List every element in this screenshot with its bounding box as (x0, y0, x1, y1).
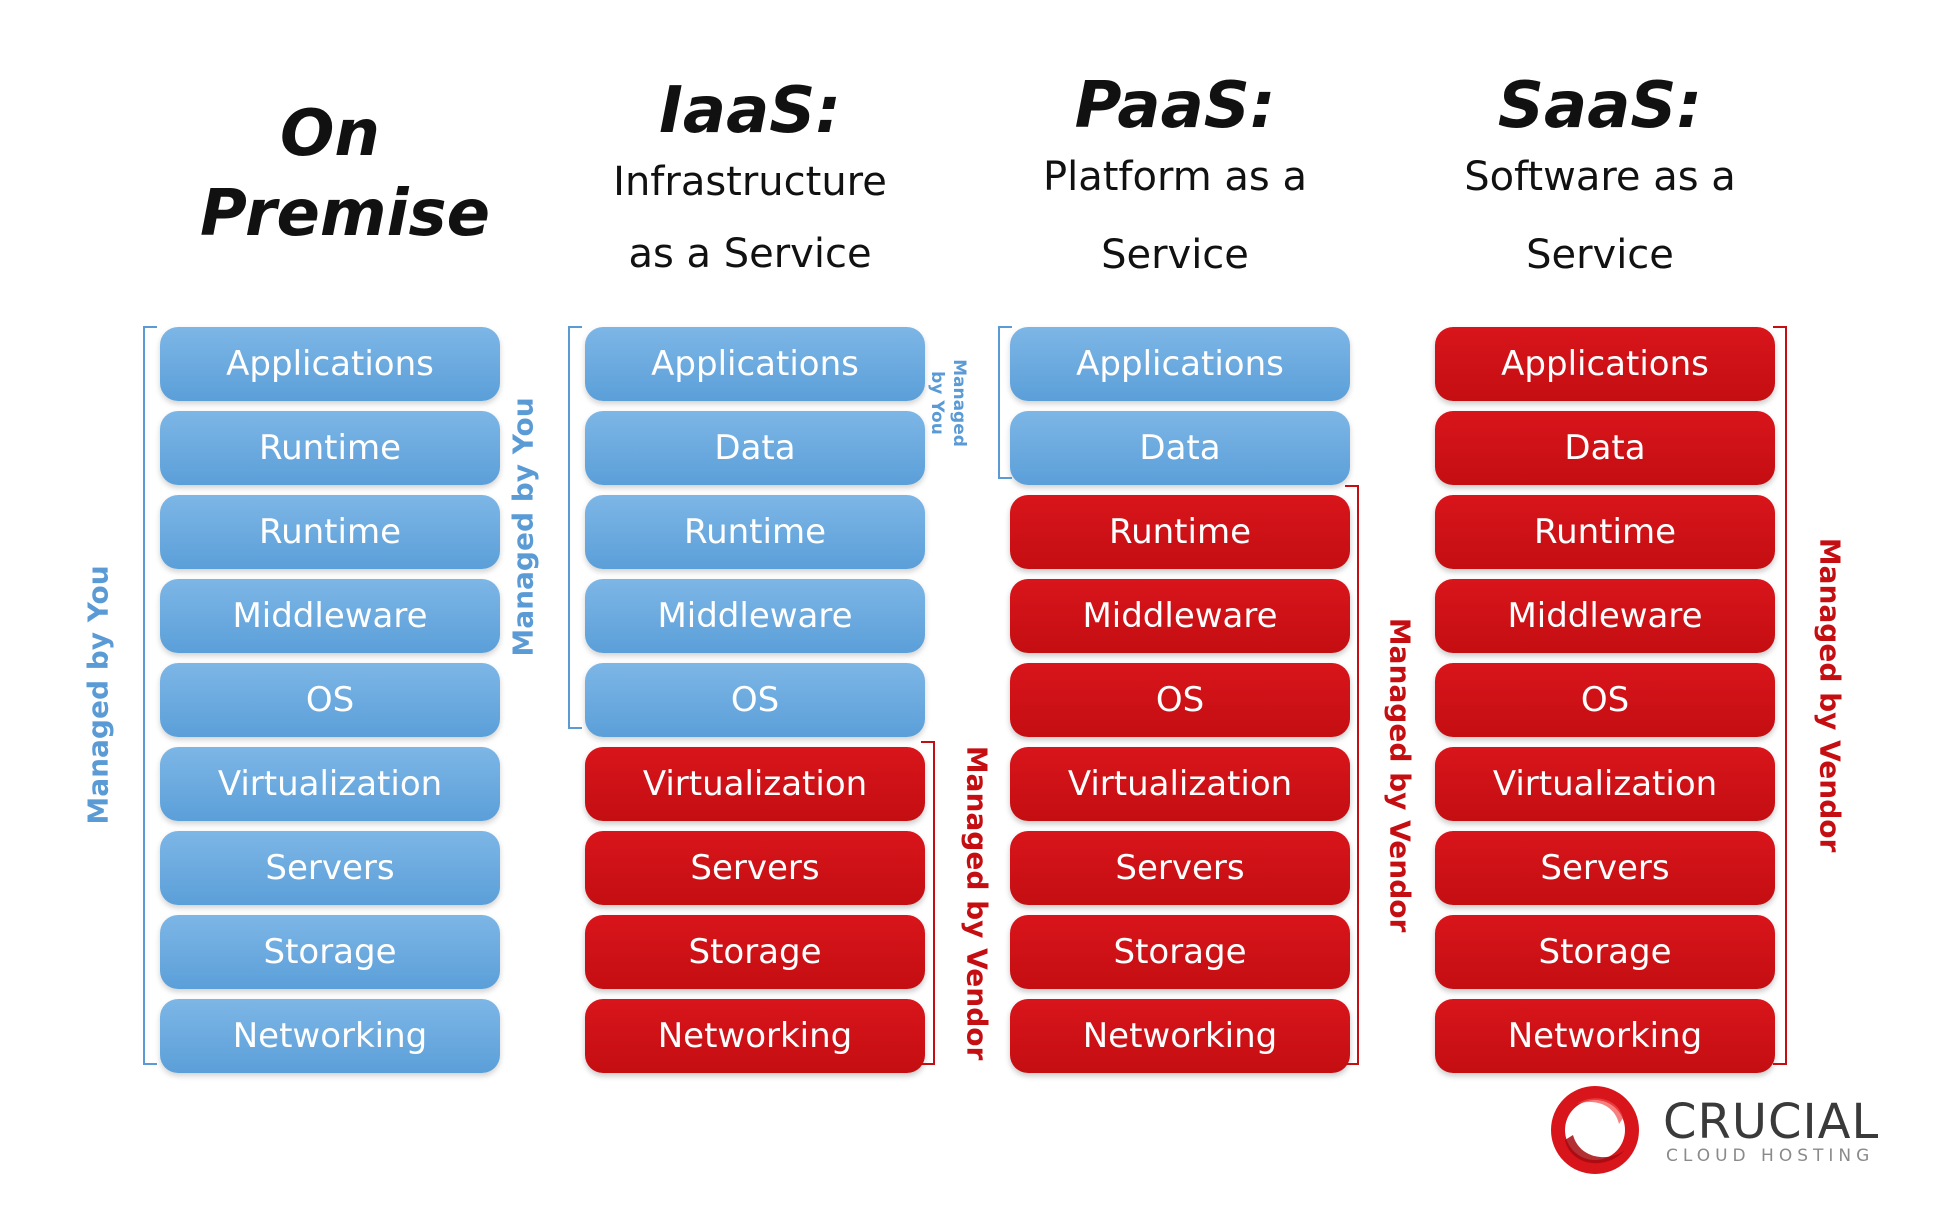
paas-vendor-bracket (1345, 485, 1359, 1065)
paas-layer-runtime: Runtime (1010, 495, 1350, 569)
iaas-you-bracket (568, 326, 582, 729)
on-premise-title-line-1: On (280, 97, 380, 171)
iaas-layer-middleware: Middleware (585, 579, 925, 653)
saas-layer-servers: Servers (1435, 831, 1775, 905)
saas-subtitle-line-2: Service (1526, 232, 1674, 278)
on-premise-layer-servers: Servers (160, 831, 500, 905)
saas-layer-data: Data (1435, 411, 1775, 485)
saas-layer-os: OS (1435, 663, 1775, 737)
paas-layer-middleware: Middleware (1010, 579, 1350, 653)
saas-title: SaaS: (1497, 69, 1703, 143)
iaas-layer-runtime: Runtime (585, 495, 925, 569)
saas-layer-virtualization: Virtualization (1435, 747, 1775, 821)
on-premise-you-bracket (143, 326, 157, 1065)
paas-layer-servers: Servers (1010, 831, 1350, 905)
saas-layer-storage: Storage (1435, 915, 1775, 989)
on-premise-layer-middleware: Middleware (160, 579, 500, 653)
logo-name: CRUCIAL (1663, 1094, 1880, 1150)
iaas-managed-by-you-label: Managed by You (926, 359, 970, 447)
on-premise-title-line-2: Premise (200, 176, 491, 251)
iaas-layer-virtualization: Virtualization (585, 747, 925, 821)
paas-managed-by-vendor-label: Managed by Vendor (1383, 617, 1417, 933)
on-premise-layer-runtime: Runtime (160, 411, 500, 485)
paas-layer-os: OS (1010, 663, 1350, 737)
logo-tagline: CLOUD HOSTING (1666, 1146, 1875, 1166)
iaas-subtitle-line-2: as a Service (628, 231, 872, 277)
iaas-layer-networking: Networking (585, 999, 925, 1073)
paas-subtitle-line-1: Platform as a (1043, 154, 1307, 200)
paas-layer-virtualization: Virtualization (1010, 747, 1350, 821)
iaas-layer-data: Data (585, 411, 925, 485)
iaas-vendor-bracket (921, 741, 935, 1065)
crucial-logo: CRUCIAL CLOUD HOSTING (1545, 1080, 1943, 1180)
on-premise-inner-managed-by-you-label: Managed by You (506, 397, 540, 657)
saas-managed-by-vendor-label: Managed by Vendor (1813, 537, 1847, 853)
iaas-title: IaaS: (659, 74, 841, 148)
saas-layer-middleware: Middleware (1435, 579, 1775, 653)
on-premise-layer-os: OS (160, 663, 500, 737)
paas-layer-storage: Storage (1010, 915, 1350, 989)
crucial-ring-icon (1551, 1086, 1639, 1174)
iaas-managed-line-1: Managed (949, 359, 969, 447)
iaas-layer-applications: Applications (585, 327, 925, 401)
saas-layer-networking: Networking (1435, 999, 1775, 1073)
paas-layer-networking: Networking (1010, 999, 1350, 1073)
paas-you-bracket (998, 326, 1012, 479)
iaas-managed-by-vendor-label: Managed by Vendor (960, 745, 994, 1061)
on-premise-layer-runtime: Runtime (160, 495, 500, 569)
paas-layer-applications: Applications (1010, 327, 1350, 401)
paas-title: PaaS: (1074, 69, 1276, 143)
iaas-subtitle: Infrastructure as a Service (560, 143, 940, 293)
iaas-layer-servers: Servers (585, 831, 925, 905)
saas-subtitle-line-1: Software as a (1464, 154, 1736, 200)
on-premise-layer-networking: Networking (160, 999, 500, 1073)
paas-subtitle-line-2: Service (1101, 232, 1249, 278)
paas-layer-data: Data (1010, 411, 1350, 485)
saas-layer-applications: Applications (1435, 327, 1775, 401)
on-premise-layer-virtualization: Virtualization (160, 747, 500, 821)
saas-subtitle: Software as a Service (1410, 138, 1790, 294)
iaas-subtitle-line-1: Infrastructure (613, 159, 887, 205)
iaas-managed-line-2: by You (927, 371, 947, 435)
saas-vendor-bracket (1773, 326, 1787, 1065)
on-premise-title: On Premise (200, 97, 491, 251)
on-premise-layer-storage: Storage (160, 915, 500, 989)
iaas-layer-os: OS (585, 663, 925, 737)
iaas-layer-storage: Storage (585, 915, 925, 989)
on-premise-layer-applications: Applications (160, 327, 500, 401)
on-premise-managed-by-you-label: Managed by You (81, 565, 115, 825)
saas-layer-runtime: Runtime (1435, 495, 1775, 569)
paas-subtitle: Platform as a Service (985, 138, 1365, 294)
